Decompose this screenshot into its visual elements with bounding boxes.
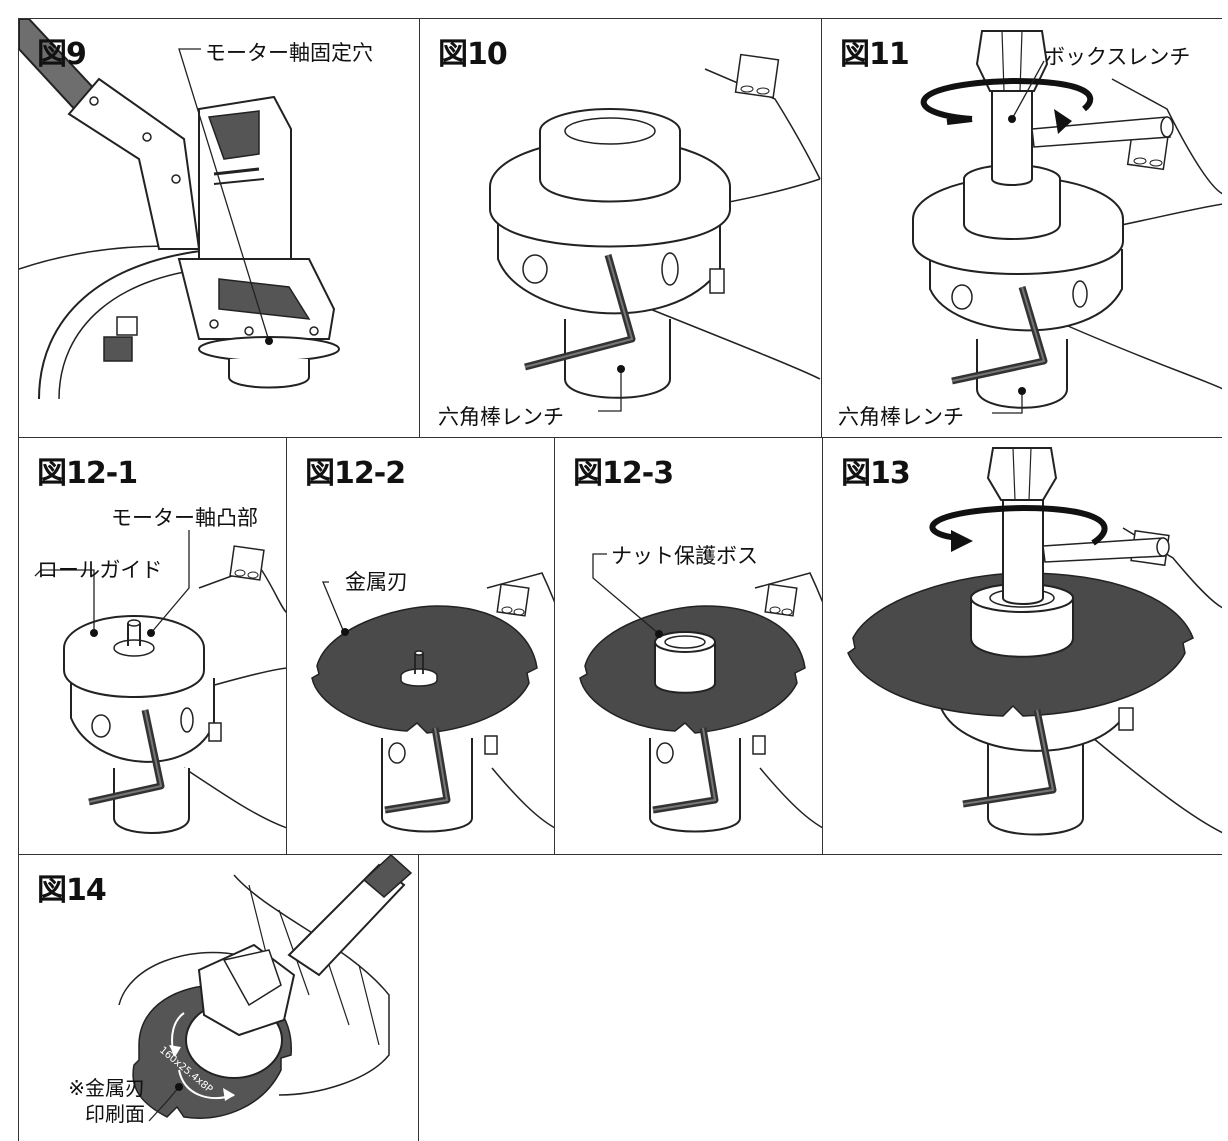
nut-protection-boss-label: ナット保護ボス	[611, 544, 758, 568]
figure-11-title: 図11	[840, 37, 910, 72]
print-side-note: ※金属刃 印刷面	[37, 1075, 145, 1127]
figure-13-panel: 図13	[822, 438, 1222, 855]
roll-guide-assembly-illustration	[34, 530, 286, 834]
figure-9-panel: 図9 モーター軸固定穴	[18, 18, 419, 438]
figure-12-1-title: 図12-1	[37, 456, 138, 491]
nut-boss-placement-illustration	[579, 553, 822, 833]
figure-11-panel: 図11 ボックスレンチ 六角棒レンチ	[821, 18, 1222, 438]
box-wrench-tightening-illustration	[912, 30, 1222, 414]
figure-10-title: 図10	[438, 37, 508, 72]
figure-10-panel: 図10 六角棒レンチ	[419, 18, 821, 438]
figure-13-title: 図13	[841, 456, 911, 491]
metal-blade-placement-illustration	[311, 572, 554, 833]
figure-14-title: 図14	[37, 873, 107, 908]
print-side-line-2: 印刷面	[85, 1102, 145, 1126]
hex-wrench-label: 六角棒レンチ	[838, 405, 964, 429]
blade-tightening-illustration	[847, 447, 1222, 836]
figure-14-panel: 図14 ※金属刃 印刷面 160x25.4x8P	[18, 855, 419, 1141]
figure-12-1-panel: 図12-1 モーター軸凸部 ロールガイド	[18, 438, 286, 855]
roll-guide-label: ロールガイド	[37, 558, 163, 582]
trimmer-head-illustration	[19, 19, 340, 400]
roll-guide-wrench-illustration	[489, 53, 821, 412]
figure-12-3-title: 図12-3	[573, 456, 674, 491]
figure-12-3-panel: 図12-3 ナット保護ボス	[554, 438, 822, 855]
metal-blade-label: 金属刃	[345, 570, 408, 594]
motor-shaft-boss-label: モーター軸凸部	[111, 506, 258, 530]
motor-shaft-hole-label: モーター軸固定穴	[205, 41, 373, 65]
figure-9-title: 図9	[37, 37, 87, 72]
figure-12-2-panel: 図12-2 金属刃	[286, 438, 554, 855]
box-wrench-label: ボックスレンチ	[1044, 45, 1191, 69]
hex-wrench-label: 六角棒レンチ	[438, 405, 564, 429]
blade-print-side-illustration: 160x25.4x8P	[118, 855, 413, 1122]
print-side-line-1: ※金属刃	[68, 1076, 145, 1100]
figure-12-2-title: 図12-2	[305, 456, 406, 491]
